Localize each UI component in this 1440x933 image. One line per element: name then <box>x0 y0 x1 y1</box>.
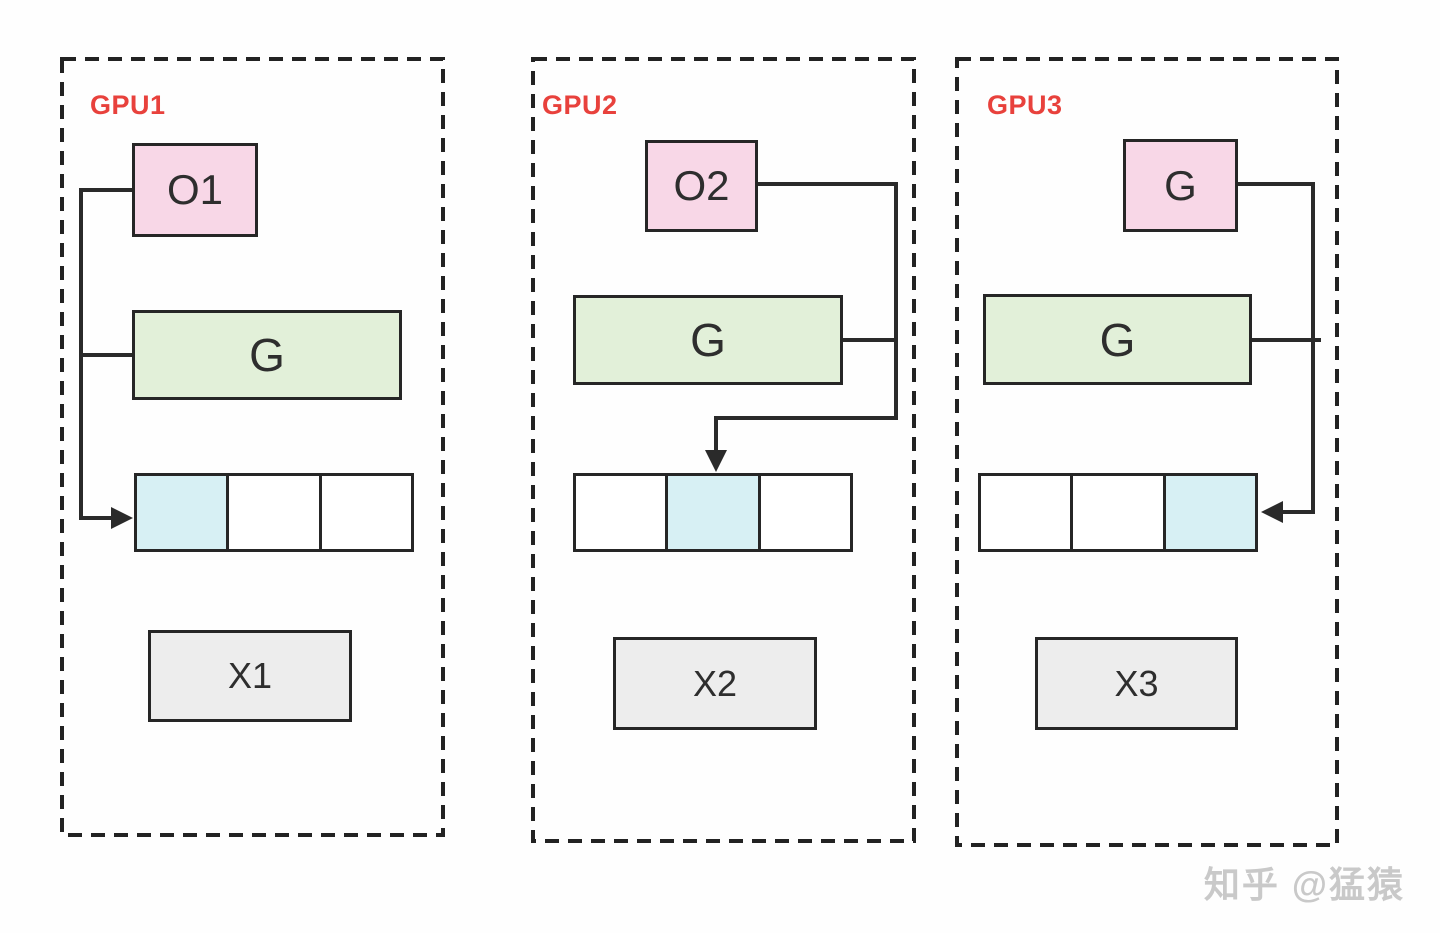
watermark-text: 知乎 @猛猿 <box>1203 864 1405 905</box>
gpu3-param-box: X3 <box>1035 637 1238 730</box>
gpu2-partition-row <box>573 473 853 552</box>
gpu3-param-label: X3 <box>1114 662 1159 704</box>
gpu1-param-label: X1 <box>227 655 273 696</box>
gpu3-gradient-label: G <box>1099 313 1136 366</box>
gpu2-partition-cell-3 <box>760 476 850 549</box>
gpu3-arrow-left-icon <box>1261 501 1283 523</box>
gpu2-label: GPU2 <box>542 90 618 120</box>
gpu2-param-label: X2 <box>692 662 738 704</box>
gpu1-partition-row <box>134 473 414 552</box>
gpu3-partition-cell-3 <box>1165 476 1255 549</box>
gpu2-partition-cell-2 <box>668 476 761 549</box>
gpu1-label: GPU1 <box>90 90 166 120</box>
gpu1-param-box: X1 <box>148 630 352 722</box>
gpu1-optimizer-box: O1 <box>132 143 258 237</box>
gpu1-gradient-label: G <box>249 329 285 381</box>
gpu1-gradient-box: G <box>132 310 402 400</box>
gpu2-partition-cell-1 <box>576 476 669 549</box>
gpu3-label: GPU3 <box>987 90 1063 120</box>
gpu2-optimizer-label: O2 <box>673 162 730 209</box>
gpu2-param-box: X2 <box>613 637 817 730</box>
gpu3-partition-cell-2 <box>1073 476 1166 549</box>
gpu2-optimizer-box: O2 <box>645 140 758 232</box>
gpu3-optimizer-box: G <box>1123 139 1238 232</box>
gpu3-gradient-box: G <box>983 294 1252 385</box>
gpu3-partition-row <box>978 473 1258 552</box>
gpu1-partition-cell-1 <box>137 476 230 549</box>
gpu1-partition-cell-3 <box>321 476 411 549</box>
gpu3-partition-cell-1 <box>981 476 1074 549</box>
gpu2-gradient-box: G <box>573 295 843 385</box>
gpu1-partition-cell-2 <box>229 476 322 549</box>
gpu1-optimizer-label: O1 <box>166 166 224 213</box>
gpu1-arrow-right-icon <box>111 507 133 529</box>
gpu3-optimizer-label: G <box>1164 161 1197 209</box>
gpu2-arrow-down-icon <box>705 450 727 472</box>
gpu2-gradient-label: G <box>690 314 726 366</box>
gpu1-connector-line <box>79 188 132 520</box>
